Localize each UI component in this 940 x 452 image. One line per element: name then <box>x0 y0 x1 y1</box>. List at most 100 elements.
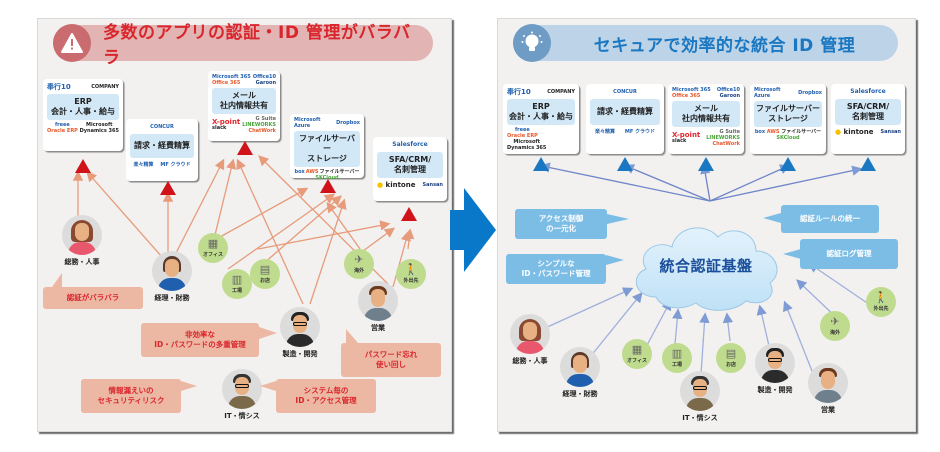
problem-panel: 多数のアプリの認証・ID 管理がバラバラ <box>37 18 452 432</box>
logo-azure: Microsoft Azure <box>294 117 321 129</box>
link-line <box>392 230 411 288</box>
woman-avatar-icon <box>510 314 550 354</box>
logo-office365: Office 365 <box>212 80 241 86</box>
card-title: 請求・経費精算 <box>134 141 190 150</box>
logo-office365: Office 365 <box>672 93 701 99</box>
card-subtitle: 会計・人事・給与 <box>51 107 115 116</box>
card-title: SFA/CRM/ <box>846 102 890 111</box>
link-line <box>807 262 877 310</box>
person-manufacturing: 製造・開発 <box>278 307 322 359</box>
kintone-logo-icon: ● <box>835 128 842 136</box>
card-subtitle: ストレージ <box>768 114 808 123</box>
link-line <box>362 227 396 252</box>
logo-mf-cloud: MF クラウド <box>160 162 191 168</box>
person-sales: 営業 <box>356 281 400 333</box>
logo-salesforce: Salesforce <box>850 88 886 95</box>
logo-aws: AWS <box>305 169 319 175</box>
logo-gsuite: G Suite <box>719 129 740 135</box>
logo-box: box <box>754 129 766 135</box>
place-outside: 🚶外出先 <box>396 259 426 289</box>
logo-rakuraku: 楽々精算 <box>133 162 154 168</box>
logo-rakuraku: 楽々精算 <box>594 129 615 135</box>
logo-lineworks: LINEWORKS <box>242 122 276 128</box>
woman-avatar-icon <box>560 347 600 387</box>
link-line <box>783 300 817 382</box>
callout-tail <box>181 381 197 391</box>
link-line <box>326 201 361 250</box>
card-title: メール <box>694 104 718 113</box>
logo-freee: freee <box>515 127 530 133</box>
logo-dynamics: Dynamics 365 <box>507 145 547 151</box>
cloud-icon <box>635 227 778 311</box>
logo-chatwork: ChatWork <box>248 128 276 134</box>
logo-sansan: Sansan <box>422 182 443 188</box>
man-glasses-avatar-icon <box>755 343 795 383</box>
logo-dynamics: Dynamics 365 <box>79 128 119 134</box>
logo-oracle: Oracle ERP <box>507 133 538 139</box>
shop-icon: ▤ <box>725 347 737 360</box>
person-sales: 営業 <box>806 363 850 415</box>
problem-title: 多数のアプリの認証・ID 管理がバラバラ <box>103 23 411 68</box>
card-title: メール <box>232 91 256 100</box>
airplane-icon: ✈ <box>354 253 364 266</box>
callout-tail <box>607 214 629 224</box>
callout-auth-scattered: 認証がバラバラ <box>43 287 143 309</box>
factory-icon: ▥ <box>231 273 243 286</box>
person-manufacturing: 製造・開発 <box>753 343 797 395</box>
link-line <box>722 312 734 342</box>
logo-salesforce: Salesforce <box>392 141 428 148</box>
logo-oracle: Oracle ERP <box>47 128 78 134</box>
place-office: ▦オフィス <box>198 233 228 263</box>
logo-box: box <box>294 169 305 175</box>
logo-sansan: Sansan <box>880 129 901 135</box>
card-subtitle: ストレージ <box>307 154 347 163</box>
card-title: ERP <box>532 102 550 111</box>
app-marker-triangle <box>860 157 876 171</box>
app-marker-triangle <box>533 157 549 171</box>
person-accounting: 経理・財務 <box>150 251 194 303</box>
app-marker-triangle <box>237 141 253 155</box>
app-marker-triangle <box>75 159 91 173</box>
app-marker-triangle <box>160 181 176 195</box>
link-line <box>236 158 304 305</box>
place-overseas: ✈海外 <box>820 311 850 341</box>
link-line <box>709 165 863 202</box>
walking-person-icon: 🚶 <box>874 291 888 304</box>
card-subtitle: 社内情報共有 <box>220 101 268 110</box>
logo-skcloud: SKCloud <box>776 135 800 141</box>
logo-xpoint: X-point <box>672 131 701 139</box>
card-title: SFA/CRM/ <box>388 155 432 164</box>
logo-concur: CONCUR <box>150 124 174 130</box>
logo-freee: freee <box>55 122 70 128</box>
card-title: ERP <box>74 97 92 106</box>
logo-gsuite: G Suite <box>255 116 276 122</box>
logo-bugyo: 奉行10 <box>47 83 71 91</box>
app-card-expense: CONCUR 請求・経費精算 楽々精算 MF クラウド <box>126 119 198 181</box>
logo-bugyo: 奉行10 <box>507 88 531 96</box>
logo-kintone: kintone <box>385 181 416 189</box>
logo-company: COMPANY <box>547 89 575 95</box>
logo-microsoft: Microsoft <box>513 139 540 145</box>
callout-tail <box>783 249 801 259</box>
logo-skcloud: SKCloud <box>315 175 339 181</box>
place-overseas: ✈海外 <box>344 249 374 279</box>
place-office: ▦オフィス <box>622 339 652 369</box>
callout-tail <box>259 327 277 339</box>
person-accounting: 経理・財務 <box>558 347 602 399</box>
callout-tail <box>52 273 62 287</box>
building-icon: ▦ <box>207 237 219 250</box>
card-title: 請求・経費精算 <box>597 107 653 116</box>
man-glasses-avatar-icon <box>222 369 262 409</box>
callout-access-control: アクセス制御の一元化 <box>515 209 607 239</box>
callout-security-risk: 情報漏えいのセキュリティリスク <box>81 379 181 413</box>
logo-azure: Microsoft Azure <box>754 87 781 99</box>
